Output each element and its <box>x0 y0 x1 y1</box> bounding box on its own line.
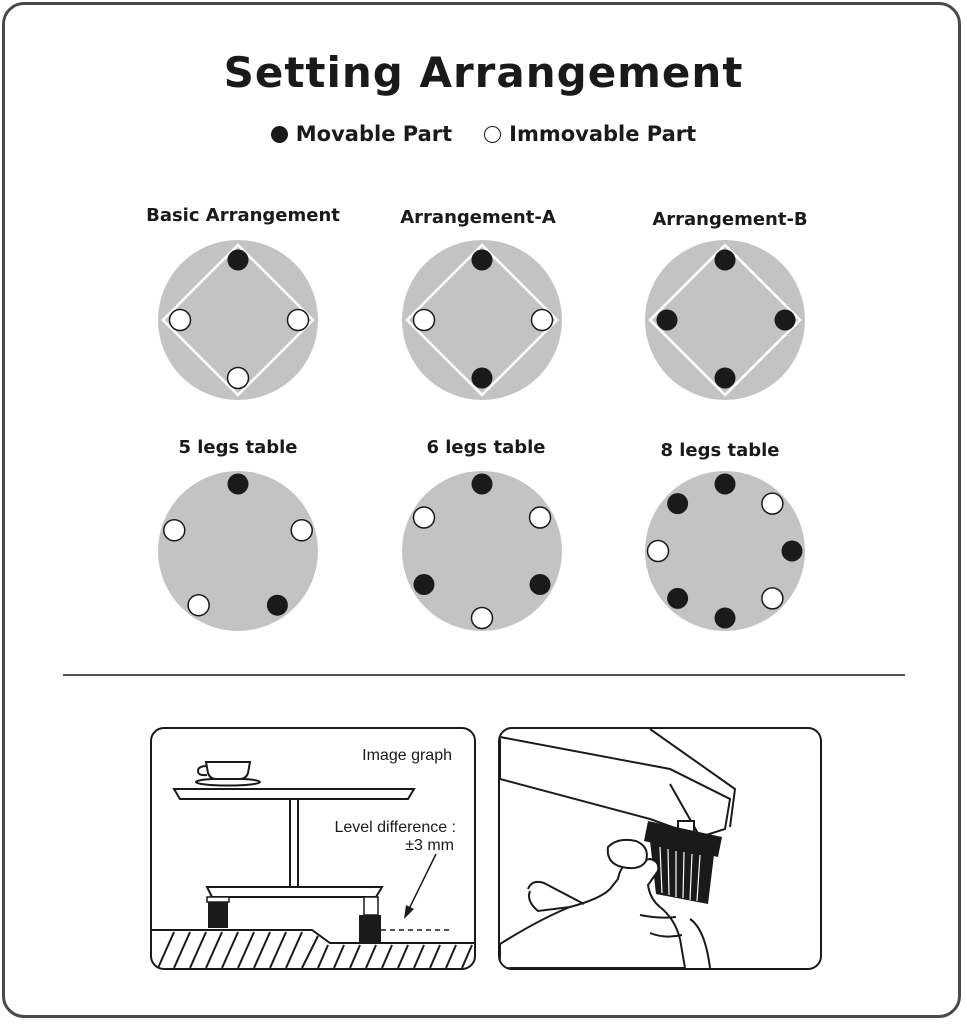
immovable-leg-marker <box>761 587 784 610</box>
leg-frame-square <box>648 243 802 397</box>
movable-leg-marker <box>266 594 288 616</box>
movable-part-marker <box>714 367 736 389</box>
tabletop-disc <box>402 471 562 631</box>
table-level-illustration <box>152 761 474 968</box>
level-arrow <box>407 853 437 912</box>
table-base <box>205 886 384 898</box>
movable-leg-marker <box>227 473 249 495</box>
immovable-part-marker <box>530 308 554 332</box>
adjuster-photo-panel <box>498 727 822 970</box>
movable-leg-marker <box>714 473 736 495</box>
movable-dot-icon <box>270 125 288 143</box>
arrangement-label-basic: Basic Arrangement <box>146 205 340 226</box>
legend-immovable: Immovable Part <box>484 122 696 146</box>
immovable-leg-marker <box>470 606 494 630</box>
image-graph-caption: Image graph <box>362 747 452 764</box>
uneven-floor <box>152 929 474 968</box>
movable-leg-marker <box>667 587 689 609</box>
leg-frame-square <box>161 243 315 397</box>
movable-leg-marker <box>471 473 493 495</box>
immovable-leg-marker <box>646 539 670 563</box>
foot-left <box>208 902 228 928</box>
legend-movable-label: Movable Part <box>295 122 453 146</box>
arrangement-diagrams <box>158 240 805 631</box>
legend: Movable Part Immovable Part <box>0 122 967 146</box>
tabletop-disc <box>158 240 318 400</box>
immovable-leg-marker <box>412 506 436 529</box>
level-difference-value: ±3 mm <box>405 837 454 854</box>
immovable-leg-marker <box>290 519 313 542</box>
image-graph-panel: Image graph Level difference : ±3 mm <box>150 727 476 970</box>
immovable-dot-icon <box>484 125 502 143</box>
movable-leg-marker <box>667 493 689 515</box>
table-label-5-legs: 5 legs table <box>178 437 298 458</box>
table-top <box>172 788 416 800</box>
coffee-cup-icon <box>195 761 261 787</box>
movable-part-marker <box>774 309 796 331</box>
hand-icon <box>500 838 711 968</box>
movable-part-marker <box>471 249 493 271</box>
movable-leg-marker <box>714 607 736 629</box>
level-difference-label: Level difference : <box>334 819 456 836</box>
movable-leg-marker <box>781 540 803 562</box>
page-title: Setting Arrangement <box>223 48 744 97</box>
immovable-leg-marker <box>761 492 784 515</box>
tabletop-disc <box>158 471 318 631</box>
legend-movable: Movable Part <box>270 122 453 146</box>
movable-leg-marker <box>529 574 551 595</box>
foot-right <box>359 915 381 943</box>
movable-part-marker <box>227 249 249 271</box>
tabletop-disc <box>645 240 805 400</box>
immovable-leg-marker <box>163 519 186 542</box>
movable-leg-marker <box>413 574 435 595</box>
hand-adjusting-foot-illustration <box>500 729 737 968</box>
section-divider <box>63 674 905 676</box>
arrangement-label-a: Arrangement-A <box>400 207 556 228</box>
movable-part-marker <box>656 309 678 331</box>
legend-immovable-label: Immovable Part <box>509 122 697 146</box>
arrangement-label-b: Arrangement-B <box>652 209 808 230</box>
immovable-part-marker <box>226 366 250 390</box>
immovable-leg-marker <box>187 593 210 617</box>
immovable-part-marker <box>286 308 310 332</box>
movable-part-marker <box>471 367 493 389</box>
table-label-8-legs: 8 legs table <box>660 440 780 461</box>
leg-frame-square <box>405 243 559 397</box>
table-label-6-legs: 6 legs table <box>426 437 546 458</box>
immovable-part-marker <box>168 308 192 332</box>
adjuster-knob <box>644 821 722 904</box>
movable-part-marker <box>714 249 736 271</box>
immovable-leg-marker <box>528 506 552 529</box>
tabletop-disc <box>402 240 562 400</box>
immovable-part-marker <box>412 308 436 332</box>
table-pole <box>289 798 299 888</box>
